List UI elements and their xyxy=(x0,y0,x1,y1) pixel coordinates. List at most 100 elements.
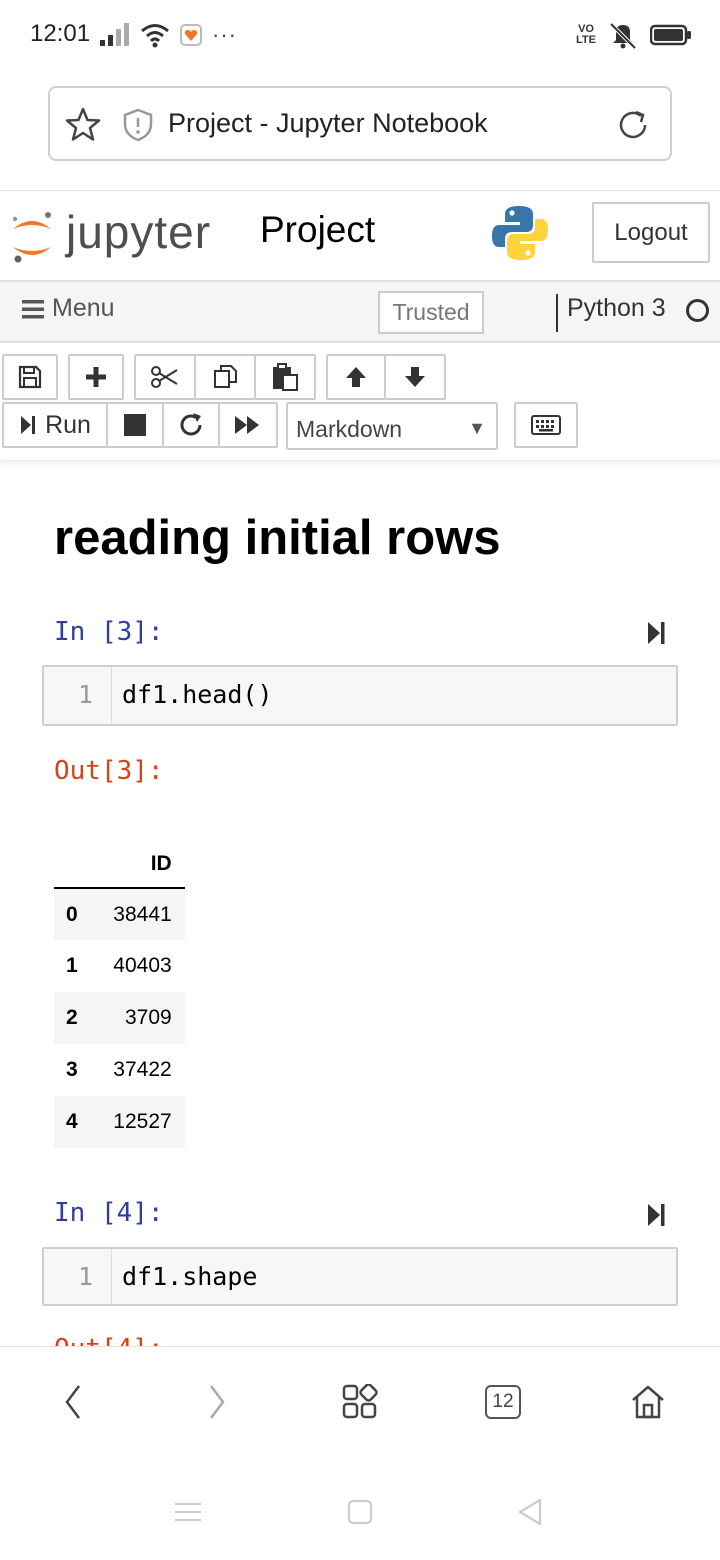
square-icon xyxy=(347,1499,373,1525)
jupyter-wordmark[interactable]: jupyter xyxy=(66,206,212,258)
table-cell: 38441 xyxy=(113,902,172,926)
out-prompt: Out[3]: xyxy=(54,756,164,786)
copy-button[interactable] xyxy=(194,354,256,400)
trusted-indicator[interactable]: Trusted xyxy=(378,291,484,334)
table-cell: 40403 xyxy=(113,954,172,977)
restart-icon xyxy=(180,413,202,436)
status-time: 12:01 xyxy=(30,20,91,47)
home-button[interactable] xyxy=(623,1377,673,1427)
copy-icon xyxy=(214,365,237,388)
system-home-button[interactable] xyxy=(340,1492,380,1532)
move-cell-up-button[interactable] xyxy=(326,354,386,400)
menu-button[interactable]: Menu xyxy=(22,294,115,323)
move-cell-down-button[interactable] xyxy=(384,354,446,400)
kernel-name[interactable]: Python 3 xyxy=(567,294,666,322)
url-bar[interactable]: Project - Jupyter Notebook xyxy=(48,86,672,161)
more-notifications-icon: ··· xyxy=(212,22,237,47)
system-nav-bar xyxy=(0,1452,720,1560)
save-icon xyxy=(18,365,42,389)
menu-label: Menu xyxy=(52,294,115,322)
apps-grid-icon xyxy=(342,1384,378,1419)
jupyter-logo-icon[interactable] xyxy=(8,207,56,267)
keyboard-icon xyxy=(531,415,561,435)
paste-icon xyxy=(273,363,298,391)
restart-kernel-button[interactable] xyxy=(162,402,220,448)
arrow-up-icon xyxy=(346,367,366,387)
stop-icon xyxy=(124,414,146,436)
jupyter-header: jupyter Project Logout xyxy=(0,190,720,280)
fast-forward-icon xyxy=(235,416,259,434)
cell-type-select[interactable]: Markdown ▼ xyxy=(286,402,498,450)
chevron-left-icon xyxy=(65,1385,80,1419)
line-number: 1 xyxy=(44,1249,112,1304)
dropdown-arrow-icon: ▼ xyxy=(468,418,486,438)
home-icon xyxy=(632,1385,664,1419)
logout-button[interactable]: Logout xyxy=(592,202,710,263)
silent-mode-icon xyxy=(609,22,637,50)
interrupt-kernel-button[interactable] xyxy=(106,402,164,448)
markdown-heading[interactable]: reading initial rows xyxy=(54,511,501,565)
triangle-back-icon xyxy=(518,1498,542,1526)
arrow-down-icon xyxy=(405,367,425,387)
jupyter-menubar: Menu Trusted Python 3 xyxy=(0,280,720,343)
row-index: 4 xyxy=(66,1110,78,1133)
reload-icon[interactable] xyxy=(614,106,652,144)
code-text[interactable]: df1.head() xyxy=(122,680,273,709)
cell-type-value: Markdown xyxy=(296,416,403,442)
battery-icon xyxy=(650,24,691,46)
line-number: 1 xyxy=(44,667,112,724)
plus-icon xyxy=(86,367,106,387)
chevron-right-icon xyxy=(210,1385,225,1419)
run-label: Run xyxy=(45,410,91,439)
code-cell-input[interactable]: 1 df1.shape xyxy=(42,1247,678,1306)
back-button[interactable] xyxy=(48,1377,98,1427)
table-row: 3 37422 xyxy=(54,1044,185,1096)
row-index: 1 xyxy=(66,954,78,977)
table-cell: 12527 xyxy=(113,1110,172,1133)
dataframe-output: ID 0 38441 1 40403 2 3709 3 37422 4 1252… xyxy=(54,840,185,1148)
hamburger-icon xyxy=(22,299,44,318)
run-cell-icon[interactable] xyxy=(646,620,666,646)
in-prompt: In [3]: xyxy=(54,617,164,647)
table-header-row: ID xyxy=(54,840,185,889)
apps-button[interactable] xyxy=(335,1377,385,1427)
wifi-icon xyxy=(141,24,169,48)
index-header xyxy=(54,840,91,889)
run-button[interactable]: Run xyxy=(2,402,108,448)
bookmark-star-icon[interactable] xyxy=(64,106,102,144)
save-button[interactable] xyxy=(2,354,58,400)
tabs-button[interactable]: 12 xyxy=(478,1377,528,1427)
table-row: 4 12527 xyxy=(54,1096,185,1148)
row-index: 2 xyxy=(66,1006,78,1029)
command-palette-button[interactable] xyxy=(514,402,578,448)
python-logo-icon xyxy=(492,206,548,260)
page-title-text[interactable]: Project - Jupyter Notebook xyxy=(168,108,488,138)
table-row: 2 3709 xyxy=(54,992,185,1044)
table-row: 1 40403 xyxy=(54,940,185,992)
kernel-separator xyxy=(556,294,558,332)
health-app-icon xyxy=(180,24,202,46)
column-header: ID xyxy=(90,840,185,889)
run-cell-icon[interactable] xyxy=(646,1202,666,1228)
step-forward-icon xyxy=(21,416,36,434)
paste-button[interactable] xyxy=(254,354,316,400)
code-cell-input[interactable]: 1 df1.head() xyxy=(42,665,678,726)
status-icons-left: ··· xyxy=(100,22,237,48)
system-back-button[interactable] xyxy=(510,1492,550,1532)
table-cell: 3709 xyxy=(124,1006,172,1029)
notebook-toolbar: Run Markdown ▼ xyxy=(0,343,720,460)
restart-run-all-button[interactable] xyxy=(218,402,278,448)
security-shield-icon[interactable] xyxy=(122,108,154,142)
cut-button[interactable] xyxy=(134,354,196,400)
table-cell: 37422 xyxy=(113,1058,172,1081)
row-index: 0 xyxy=(66,902,78,926)
forward-button[interactable] xyxy=(192,1377,242,1427)
recent-apps-button[interactable] xyxy=(168,1492,208,1532)
notebook-name[interactable]: Project xyxy=(260,209,376,250)
signal-icon xyxy=(100,23,129,46)
insert-cell-button[interactable] xyxy=(68,354,124,400)
code-text[interactable]: df1.shape xyxy=(122,1262,258,1291)
